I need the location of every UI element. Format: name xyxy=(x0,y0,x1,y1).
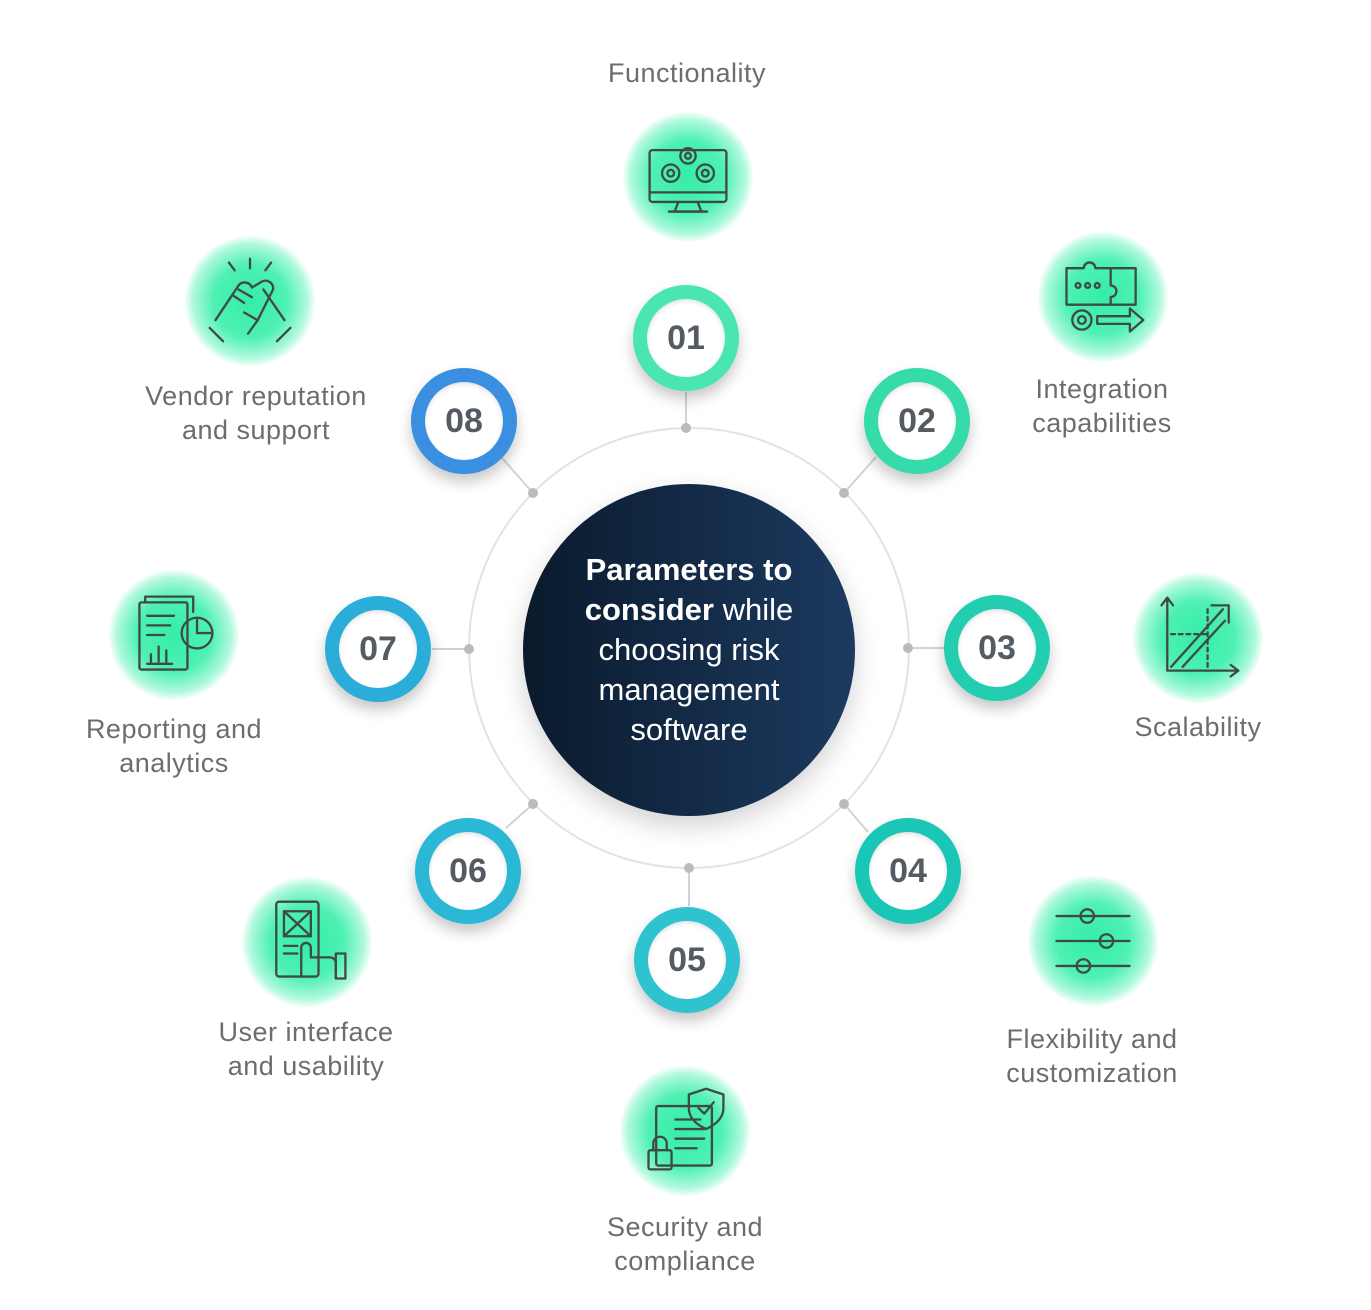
connector-08 xyxy=(501,457,534,494)
badge-01: 01 xyxy=(633,285,739,391)
label-line: Integration xyxy=(1035,374,1169,404)
icon-user-interface xyxy=(242,877,372,1007)
badge-08: 08 xyxy=(411,368,517,474)
label-03: Scalability xyxy=(1068,710,1328,744)
badge-05: 05 xyxy=(634,907,740,1013)
icon-vendor xyxy=(185,236,315,366)
label-04: Flexibility and customization xyxy=(962,1022,1222,1090)
shield-document-lock-icon xyxy=(647,1087,725,1171)
connector-06 xyxy=(505,803,534,829)
monitor-gears-icon xyxy=(648,147,728,213)
label-line: Flexibility and xyxy=(1006,1024,1178,1054)
label-line: Reporting and xyxy=(85,714,263,744)
connector-04 xyxy=(843,803,869,833)
puzzle-gear-icon xyxy=(1065,261,1145,333)
badge-number: 08 xyxy=(425,382,503,460)
connector-dot-05 xyxy=(684,863,694,873)
center-title: Parameters to consider while choosing ri… xyxy=(554,550,824,750)
badge-number: 01 xyxy=(647,299,725,377)
connector-dot-04 xyxy=(839,799,849,809)
label-07: Reporting and analytics xyxy=(44,712,304,780)
label-06: User interface and usability xyxy=(176,1015,436,1083)
icon-integration xyxy=(1038,232,1168,362)
icon-functionality xyxy=(623,112,753,242)
label-line: analytics xyxy=(119,748,229,778)
connector-dot-03 xyxy=(903,643,913,653)
sliders-icon xyxy=(1055,908,1131,974)
badge-number: 02 xyxy=(878,382,956,460)
badge-02: 02 xyxy=(864,368,970,474)
label-line: customization xyxy=(1006,1058,1178,1088)
badge-07: 07 xyxy=(325,596,431,702)
label-line: compliance xyxy=(614,1246,756,1276)
badge-03: 03 xyxy=(944,595,1050,701)
label-line: Security and xyxy=(606,1212,764,1242)
icon-reporting xyxy=(109,570,239,700)
handshake-icon xyxy=(208,257,292,343)
label-line: and support xyxy=(181,415,331,445)
badge-number: 06 xyxy=(429,832,507,910)
connector-02 xyxy=(843,456,877,494)
label-line: Vendor reputation xyxy=(145,381,367,411)
connector-dot-01 xyxy=(681,423,691,433)
connector-dot-06 xyxy=(528,799,538,809)
center-title-bold: Parameters to consider xyxy=(584,552,793,627)
center-circle: Parameters to consider while choosing ri… xyxy=(523,484,855,816)
badge-number: 07 xyxy=(339,610,417,688)
label-line: Scalability xyxy=(1134,712,1262,742)
icon-security xyxy=(620,1066,750,1196)
badge-06: 06 xyxy=(415,818,521,924)
badge-number: 04 xyxy=(869,832,947,910)
label-05: Security and compliance xyxy=(555,1210,815,1278)
center-title-rest: while choosing risk management software xyxy=(598,592,794,747)
label-line: and usability xyxy=(227,1051,385,1081)
tablet-hand-icon xyxy=(275,900,347,980)
connector-dot-07 xyxy=(464,644,474,654)
label-line: Functionality xyxy=(607,58,767,88)
icon-scalability xyxy=(1133,573,1263,703)
label-01: Functionality xyxy=(557,56,817,90)
label-02: Integration capabilities xyxy=(972,372,1232,440)
label-08: Vendor reputation and support xyxy=(126,379,386,447)
badge-number: 03 xyxy=(958,609,1036,687)
icon-flexibility xyxy=(1028,876,1158,1006)
badge-04: 04 xyxy=(855,818,961,924)
label-line: capabilities xyxy=(1032,408,1172,438)
connector-dot-08 xyxy=(528,488,538,498)
report-chart-icon xyxy=(138,595,214,671)
growth-chart-icon xyxy=(1160,596,1240,678)
label-line: User interface xyxy=(218,1017,394,1047)
badge-number: 05 xyxy=(648,921,726,999)
connector-dot-02 xyxy=(839,488,849,498)
